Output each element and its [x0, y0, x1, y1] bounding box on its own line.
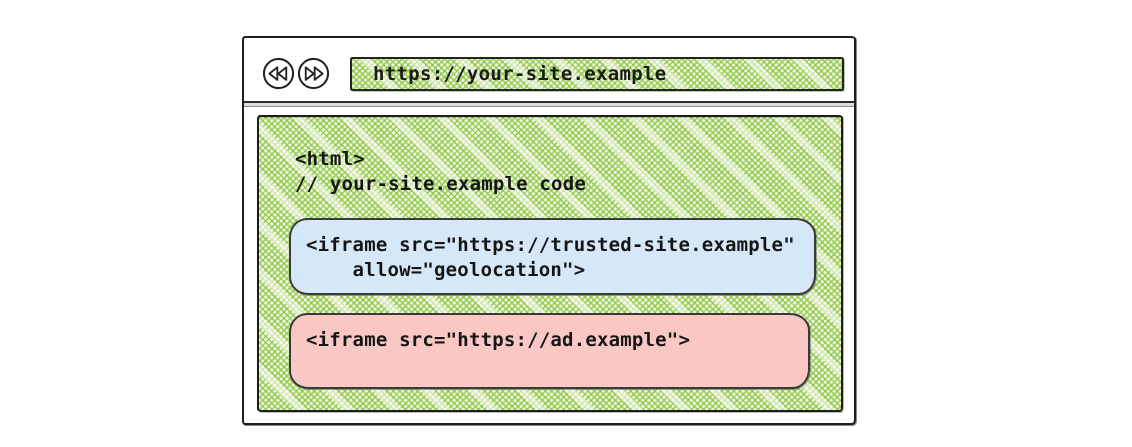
address-bar[interactable]: https://your-site.example	[350, 57, 844, 91]
html-open-tag: <html>	[295, 148, 365, 170]
double-chevron-right-icon	[297, 57, 330, 90]
page-content-panel: <html> // your-site.example code <iframe…	[257, 115, 843, 412]
back-button[interactable]	[262, 57, 295, 90]
ad-iframe-box: <iframe src="https://ad.example">	[289, 313, 810, 389]
ad-iframe-code-line1: <iframe src="https://ad.example">	[306, 329, 691, 351]
browser-toolbar: https://your-site.example	[244, 38, 854, 101]
double-chevron-left-icon	[262, 57, 295, 90]
site-code-comment: // your-site.example code	[295, 173, 586, 195]
trusted-iframe-code-line1: <iframe src="https://trusted-site.exampl…	[306, 234, 795, 256]
browser-window: https://your-site.example <html> // your…	[242, 36, 856, 425]
trusted-iframe-code-line2: allow="geolocation">	[306, 259, 586, 281]
trusted-iframe-box: <iframe src="https://trusted-site.exampl…	[289, 218, 816, 295]
url-text: https://your-site.example	[373, 63, 667, 85]
toolbar-separator	[244, 101, 854, 107]
forward-button[interactable]	[297, 57, 330, 90]
page-source-code: <html> // your-site.example code	[295, 147, 586, 197]
